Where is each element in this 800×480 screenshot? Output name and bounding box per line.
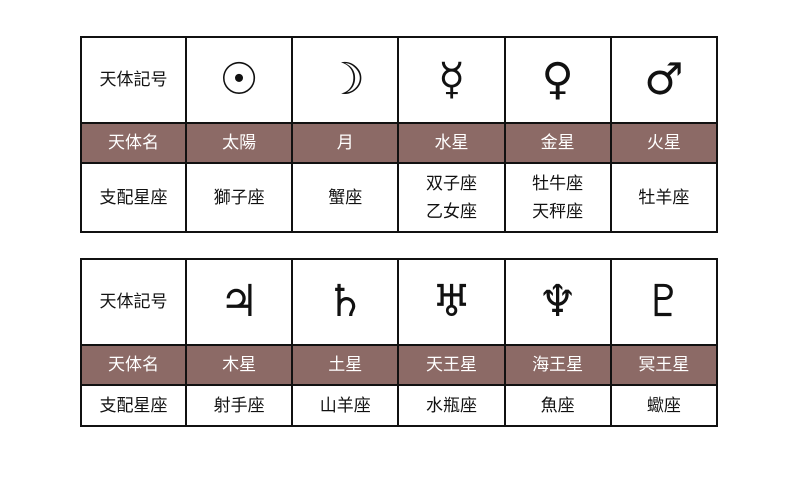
ruled-sign: 双子座乙女座	[397, 162, 506, 233]
planet-table-1: 天体記号 ☉ ☽ ☿ ♀ ♂ 天体名 太陽 月 水星 金星 火星 支配星座 獅子…	[80, 36, 719, 233]
sign: 蟹座	[328, 187, 363, 208]
sign: 双子座	[425, 173, 477, 194]
pluto-symbol-icon: ♇	[609, 258, 719, 346]
uranus-symbol-icon: ♅	[397, 258, 506, 346]
planet-name: 土星	[291, 344, 400, 386]
planet-name: 水星	[397, 122, 506, 164]
ruled-sign: 蠍座	[609, 384, 719, 427]
name-row: 天体名 木星 土星 天王星 海王星 冥王星	[80, 344, 719, 386]
ruled-sign: 水瓶座	[397, 384, 506, 427]
rules-row: 支配星座 獅子座 蟹座 双子座乙女座 牡牛座天秤座 牡羊座	[80, 162, 719, 233]
planet-name: 金星	[503, 122, 612, 164]
ruled-sign: 射手座	[184, 384, 294, 427]
sign: 獅子座	[213, 187, 265, 208]
sign: 牡羊座	[638, 187, 690, 208]
ruled-sign: 蟹座	[291, 162, 400, 233]
planet-name: 火星	[609, 122, 719, 164]
sign: 牡牛座	[532, 173, 584, 194]
planet-name: 木星	[184, 344, 294, 386]
row-label-rules: 支配星座	[80, 162, 187, 233]
saturn-symbol-icon: ♄	[291, 258, 400, 346]
row-label-name: 天体名	[80, 122, 187, 164]
jupiter-symbol-icon: ♃	[184, 258, 294, 346]
planet-table-2: 天体記号 ♃ ♄ ♅ ♆ ♇ 天体名 木星 土星 天王星 海王星 冥王星 支配星…	[80, 258, 719, 427]
symbol-row: 天体記号 ☉ ☽ ☿ ♀ ♂	[80, 36, 719, 124]
ruled-sign: 牡羊座	[609, 162, 719, 233]
row-label-name: 天体名	[80, 344, 187, 386]
rules-row: 支配星座 射手座 山羊座 水瓶座 魚座 蠍座	[80, 384, 719, 427]
mars-symbol-icon: ♂	[609, 36, 719, 124]
ruled-sign: 獅子座	[184, 162, 294, 233]
planet-name: 月	[291, 122, 400, 164]
ruled-sign: 牡牛座天秤座	[503, 162, 612, 233]
mercury-symbol-icon: ☿	[397, 36, 506, 124]
sign: 天秤座	[532, 201, 584, 222]
name-row: 天体名 太陽 月 水星 金星 火星	[80, 122, 719, 164]
neptune-symbol-icon: ♆	[503, 258, 612, 346]
planet-name: 太陽	[184, 122, 294, 164]
planet-name: 海王星	[503, 344, 612, 386]
ruled-sign: 魚座	[503, 384, 612, 427]
ruled-sign: 山羊座	[291, 384, 400, 427]
moon-symbol-icon: ☽	[291, 36, 400, 124]
row-label-rules: 支配星座	[80, 384, 187, 427]
symbol-row: 天体記号 ♃ ♄ ♅ ♆ ♇	[80, 258, 719, 346]
venus-symbol-icon: ♀	[503, 36, 612, 124]
planet-name: 冥王星	[609, 344, 719, 386]
row-label-symbol: 天体記号	[80, 258, 187, 346]
row-label-symbol: 天体記号	[80, 36, 187, 124]
sun-symbol-icon: ☉	[184, 36, 294, 124]
sign: 乙女座	[425, 201, 477, 222]
planet-name: 天王星	[397, 344, 506, 386]
